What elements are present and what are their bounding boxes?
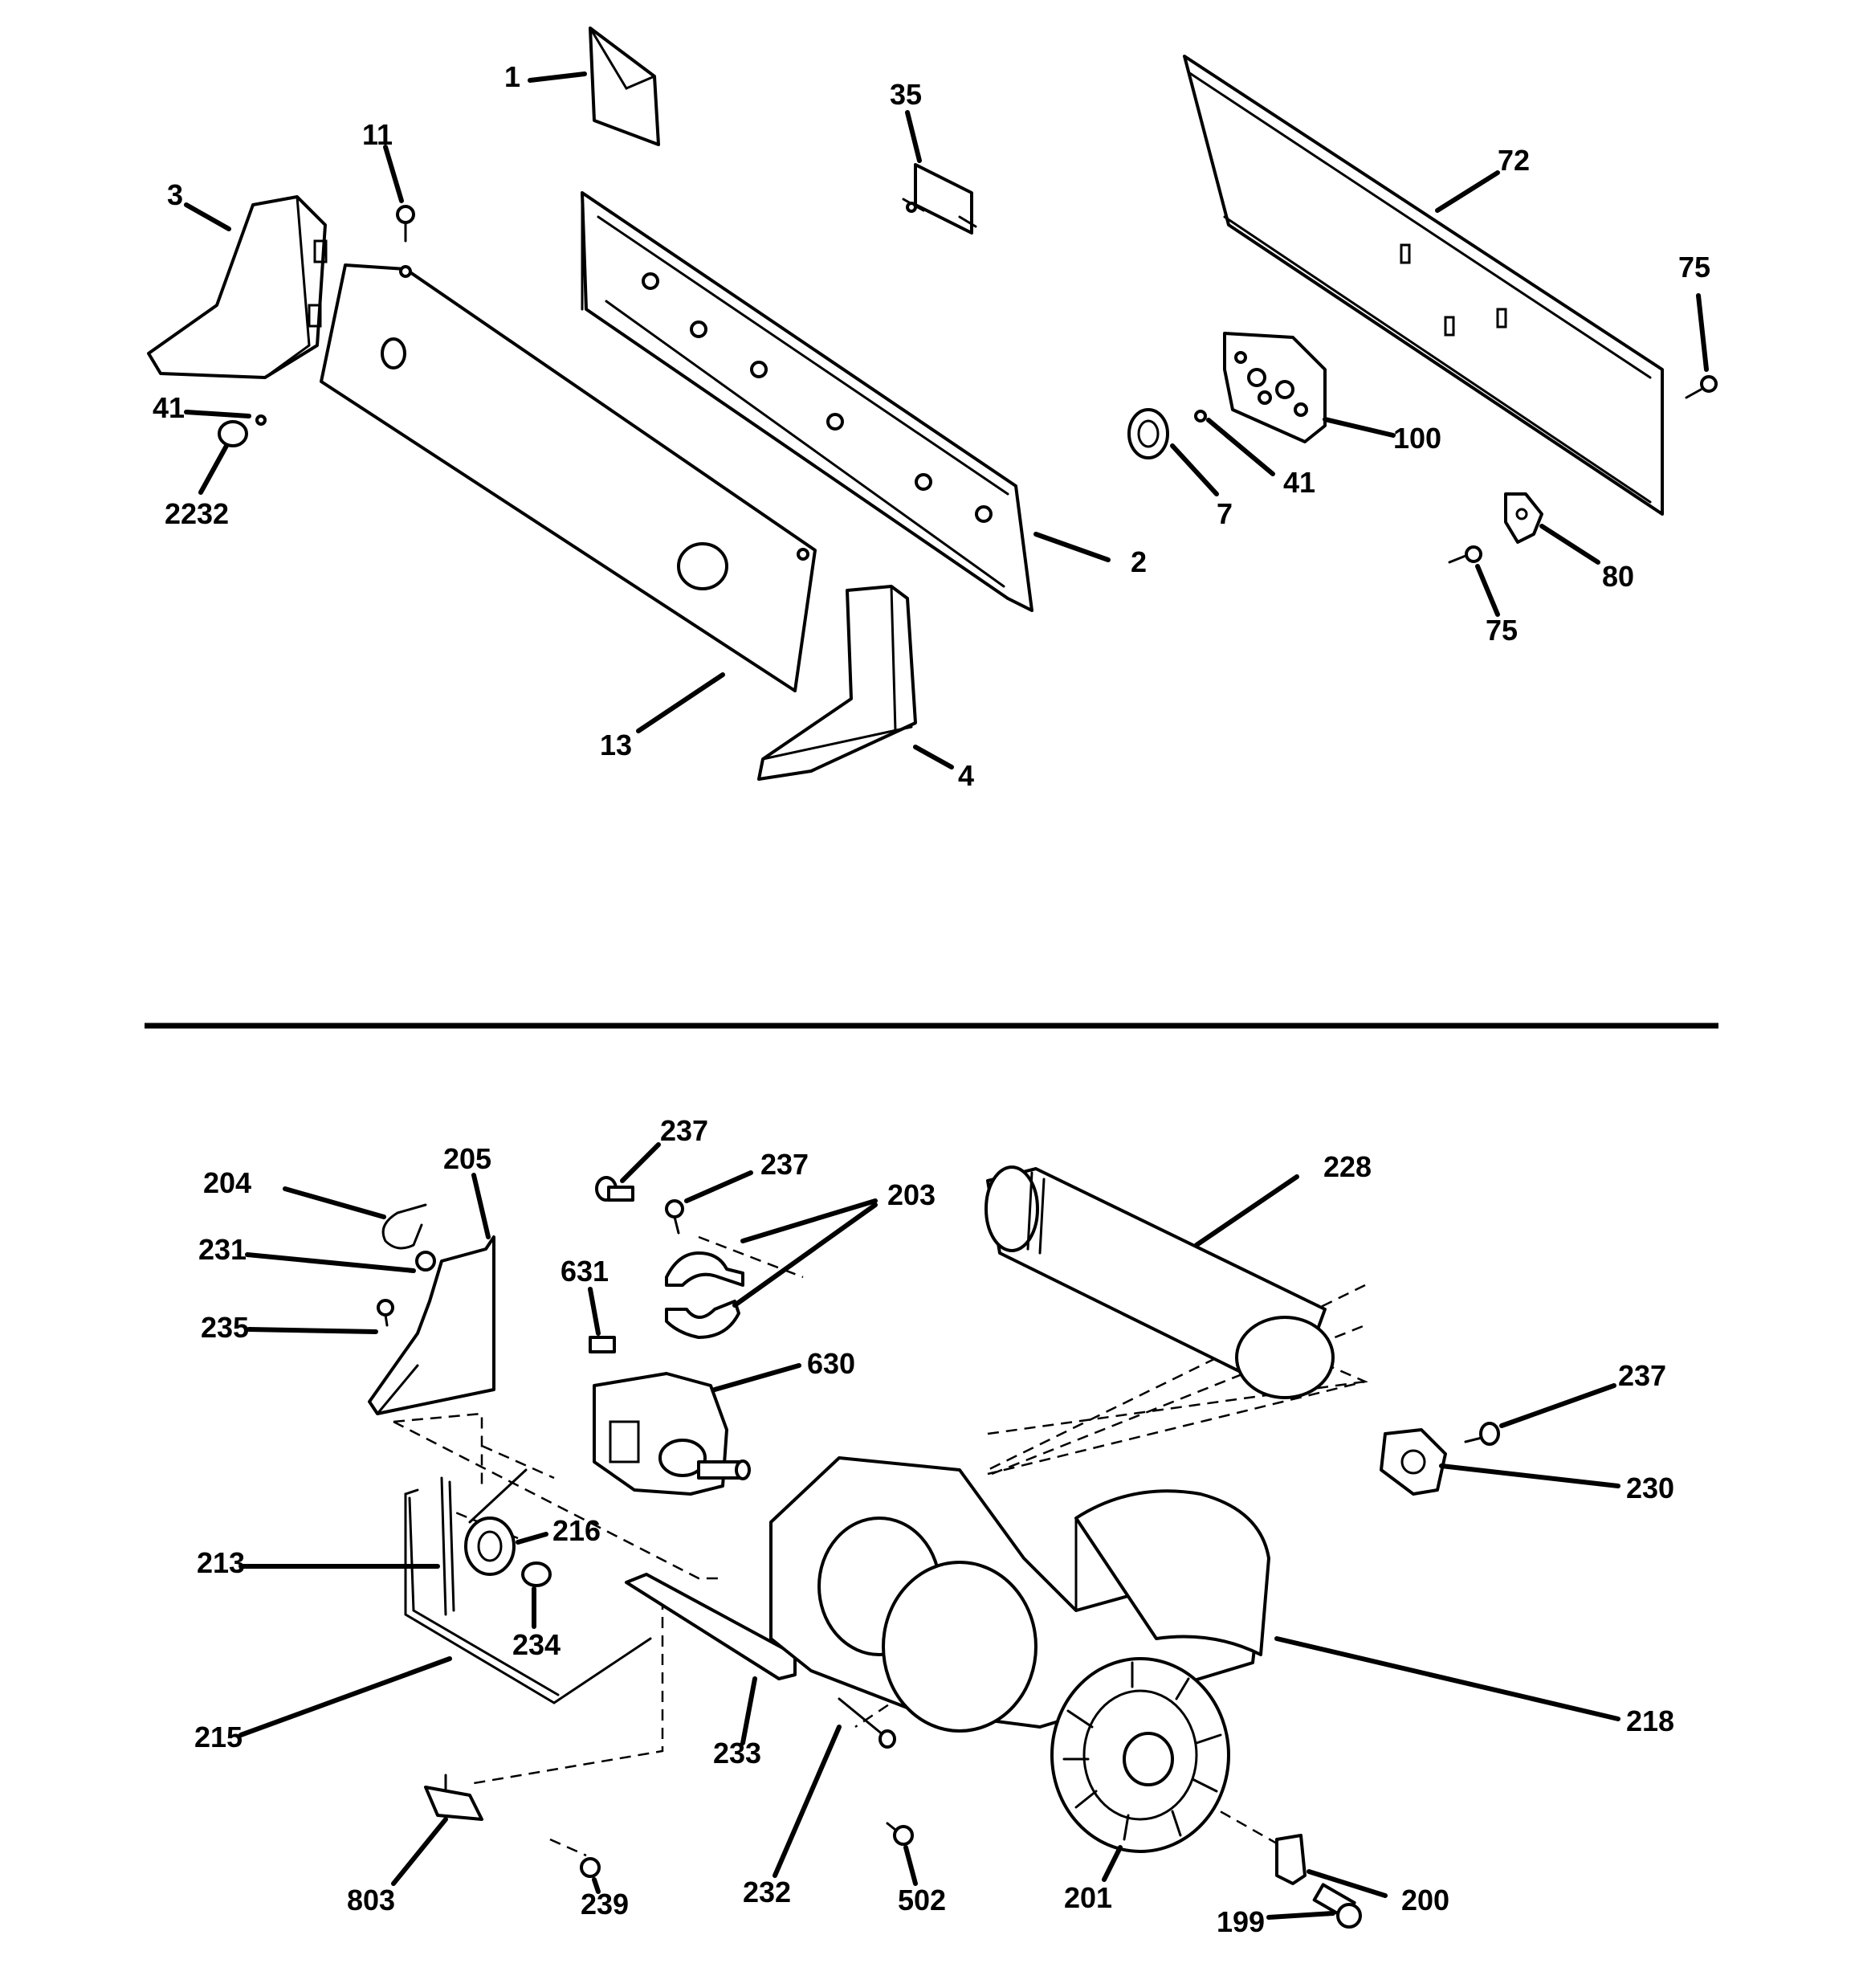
- callout-41-a: 41: [153, 391, 185, 424]
- part-11-screw: [396, 205, 415, 243]
- callout-100: 100: [1393, 422, 1441, 455]
- callout-205: 205: [443, 1142, 491, 1175]
- callout-41-b: 41: [1283, 466, 1315, 499]
- leader-lines: [184, 71, 1709, 1920]
- callout-2: 2: [1131, 545, 1147, 578]
- callout-13: 13: [600, 729, 632, 761]
- callout-803: 803: [347, 1884, 395, 1917]
- callout-11: 11: [362, 118, 393, 151]
- callout-502: 502: [898, 1884, 946, 1917]
- part-630-drive-motor: [593, 1372, 751, 1496]
- callout-75-a: 75: [1678, 251, 1710, 284]
- callout-4: 4: [958, 759, 974, 792]
- callout-234: 234: [512, 1628, 561, 1661]
- callout-237-b: 237: [760, 1148, 809, 1181]
- part-41-knob-insert: [1194, 410, 1207, 423]
- callout-237-a: 237: [660, 1114, 708, 1147]
- part-205-idler-bracket: [368, 1235, 495, 1415]
- callout-215: 215: [194, 1721, 243, 1753]
- callout-213: 213: [197, 1546, 245, 1579]
- callout-232: 232: [743, 1876, 791, 1908]
- part-199-bolt: [1312, 1883, 1362, 1929]
- part-201-blower-wheel: [1050, 1657, 1230, 1853]
- callout-228: 228: [1323, 1150, 1372, 1183]
- part-4-end-cap-right: [757, 585, 917, 781]
- callout-75-b: 75: [1486, 614, 1518, 647]
- callout-7: 7: [1217, 497, 1233, 530]
- part-203-motor-clamp-upper: [665, 1251, 744, 1287]
- callout-631: 631: [561, 1255, 609, 1288]
- part-80-clip: [1504, 492, 1543, 544]
- callout-630: 630: [807, 1347, 855, 1380]
- callout-218: 218: [1626, 1704, 1674, 1737]
- part-237-screw-c: [1464, 1422, 1500, 1446]
- part-3-end-cap-left: [147, 195, 328, 379]
- part-216-idler-pulley: [464, 1468, 528, 1576]
- part-237-screw-a: [595, 1176, 634, 1202]
- callout-230: 230: [1626, 1472, 1674, 1504]
- part-72-rear-panel: [1183, 55, 1664, 516]
- callout-labels: 1 35 72 11 3 75 41 100 2232 41 7 2 80 75…: [153, 60, 1710, 1938]
- part-75-screw-lower: [1448, 545, 1482, 564]
- callout-3: 3: [167, 178, 183, 211]
- part-203-motor-clamp-lower: [665, 1300, 740, 1339]
- callout-216: 216: [552, 1514, 601, 1547]
- part-803-switch: [424, 1774, 483, 1821]
- callout-35: 35: [890, 78, 922, 111]
- callout-237-c: 237: [1618, 1359, 1666, 1392]
- part-228-exhaust-duct: [984, 1165, 1335, 1399]
- part-41-knob-insert-left: [255, 414, 267, 426]
- part-213-idler-arm: [440, 1476, 455, 1616]
- part-2232-knob: [218, 420, 248, 447]
- callout-204: 204: [203, 1166, 251, 1199]
- part-204-clip: [381, 1203, 427, 1250]
- part-233-base-rail: [625, 1573, 797, 1680]
- part-631-clip: [589, 1336, 616, 1353]
- callout-200: 200: [1401, 1884, 1449, 1917]
- callout-199: 199: [1217, 1905, 1265, 1938]
- part-502-screw: [886, 1822, 914, 1846]
- callout-1: 1: [504, 60, 520, 93]
- part-231-screw: [415, 1251, 436, 1272]
- part-2-panel-frame: [581, 191, 1033, 612]
- part-239-screw: [580, 1857, 601, 1878]
- callout-203: 203: [887, 1178, 936, 1211]
- part-215-rod: [404, 1488, 652, 1704]
- part-237-screw-b: [665, 1199, 684, 1235]
- callout-80: 80: [1602, 560, 1634, 593]
- callout-2232: 2232: [165, 497, 229, 530]
- callout-201: 201: [1064, 1881, 1112, 1914]
- part-235-screw: [377, 1299, 394, 1327]
- callout-231: 231: [198, 1233, 247, 1266]
- callout-235: 235: [201, 1311, 249, 1344]
- drive-blower-assembly: [368, 1165, 1500, 1929]
- part-7-timer-knob: [1127, 408, 1169, 459]
- callout-72: 72: [1498, 144, 1530, 177]
- part-13-panel-front: [320, 263, 817, 692]
- part-230-bearing-housing: [1380, 1428, 1447, 1496]
- part-200-clip: [1275, 1834, 1307, 1885]
- part-232-rod: [838, 1697, 896, 1749]
- callout-239: 239: [581, 1888, 629, 1921]
- part-35-bracket: [902, 163, 977, 235]
- part-234-bearing: [521, 1561, 552, 1587]
- part-100-timer: [1223, 332, 1327, 443]
- callout-233: 233: [713, 1737, 761, 1770]
- part-75-screw-upper: [1685, 375, 1718, 399]
- control-panel-assembly: [147, 27, 1718, 781]
- part-1-envelope: [589, 27, 660, 146]
